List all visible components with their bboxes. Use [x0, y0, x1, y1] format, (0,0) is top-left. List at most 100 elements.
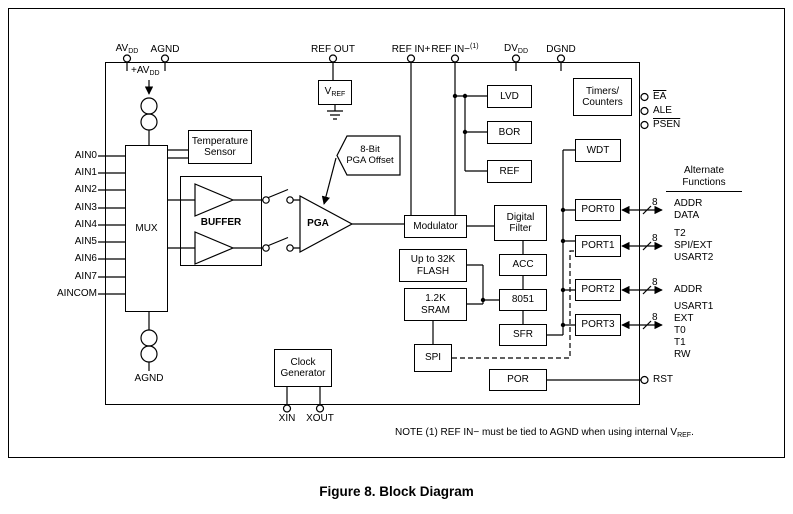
pga-label: PGA [307, 218, 329, 229]
pin-label-ref-out: REF OUT [311, 44, 355, 55]
mux-buffer-wires [168, 199, 195, 249]
pin-label-ref-in-minus: REF IN−(1) [431, 43, 479, 55]
port3-bus-width: 8 [652, 312, 658, 323]
ref-pin-wires [332, 62, 456, 215]
switch-icon [286, 244, 294, 252]
pin-label-ain1: AIN1 [74, 167, 97, 178]
pin-label-aincom: AINCOM [57, 288, 97, 299]
pin-circle [640, 120, 649, 130]
ground-icon [327, 105, 343, 120]
figure-caption: Figure 8. Block Diagram [319, 484, 474, 499]
sfr-block: SFR [499, 324, 547, 346]
buffer-output-wires [233, 199, 300, 249]
port1-bus-width: 8 [652, 233, 658, 244]
port2-block: PORT2 [575, 279, 621, 301]
buffer-amp-icon [194, 231, 235, 265]
pin-circle [640, 92, 649, 102]
pin-label-ref-in-plus: REF IN+ [391, 44, 431, 55]
pga-offset-arrow [321, 157, 337, 205]
agnd-internal-label: AGND [134, 373, 164, 384]
signal-chain-wires [352, 223, 524, 324]
port0-block: PORT0 [575, 199, 621, 221]
pin-label-ain0: AIN0 [74, 150, 97, 161]
spi-dashed-wire [452, 250, 575, 359]
switch-levers [268, 188, 289, 247]
wdt-block: WDT [575, 139, 621, 162]
pin-label-ain6: AIN6 [74, 253, 97, 264]
port2-function: ADDR [674, 284, 703, 295]
mcu-8051-block: 8051 [499, 289, 547, 311]
port0-function: DATA [674, 210, 700, 221]
bus-width-slashes [642, 205, 652, 330]
pin-label-ain4: AIN4 [74, 219, 97, 230]
pin-circle [282, 404, 292, 413]
port3-block: PORT3 [575, 314, 621, 336]
pin-label-xout: XOUT [306, 413, 334, 424]
port0-bus-width: 8 [652, 197, 658, 208]
pga-offset-shape [336, 135, 401, 176]
temp-sensor-wires [168, 149, 188, 159]
power-pin-stubs [126, 62, 562, 71]
pin-label-xin: XIN [278, 413, 296, 424]
pin-label-psen: PSEN [653, 119, 681, 130]
pga-amp-shape [299, 194, 354, 254]
chip-outline [105, 62, 640, 405]
acc-block: ACC [499, 254, 547, 276]
pin-label-agnd-top: AGND [150, 44, 180, 55]
clock-pin-wires [286, 386, 321, 405]
port3-function: USART1 [674, 301, 714, 312]
lvd-block: LVD [487, 85, 532, 108]
memory-bus-wires [432, 264, 499, 344]
junction-dots [452, 93, 566, 328]
modulator-block: Modulator [404, 215, 467, 238]
pin-label-ain7: AIN7 [74, 271, 97, 282]
port2-bus-width: 8 [652, 277, 658, 288]
port3-function: T0 [674, 325, 686, 336]
pin-circle [315, 404, 325, 413]
current-source-icon [140, 113, 158, 131]
pin-label-ain3: AIN3 [74, 202, 97, 213]
pin-circle [640, 375, 649, 385]
port3-function: RW [674, 349, 691, 360]
pin-label-ain2: AIN2 [74, 184, 97, 195]
switch-icon [286, 196, 294, 204]
port3-function: T1 [674, 337, 686, 348]
mux-block: MUX [125, 145, 168, 312]
current-source-icon [140, 345, 158, 363]
port1-block: PORT1 [575, 235, 621, 257]
pin-label-ea: EA [653, 91, 667, 102]
vref-block: VREF [318, 80, 352, 105]
avdd-internal-label: +AVDD [131, 65, 160, 77]
buffer-block [180, 176, 262, 266]
buffer-label: BUFFER [200, 217, 242, 228]
pin-label-dgnd: DGND [546, 44, 576, 55]
pin-label-dvdd: DVDD [503, 43, 529, 55]
figure-border [8, 8, 785, 458]
spi-block: SPI [414, 344, 452, 372]
bor-block: BOR [487, 121, 532, 144]
pin-label-ale: ALE [653, 105, 672, 116]
ain-wires [98, 155, 125, 295]
pin-circle [640, 106, 649, 116]
port3-function: EXT [674, 313, 694, 324]
buffer-amp-icon [194, 183, 235, 217]
timers-counters-block: Timers/Counters [573, 78, 632, 116]
note-text: NOTE (1) REF IN− must be tied to AGND wh… [395, 427, 694, 439]
ref-block: REF [487, 160, 532, 183]
port1-function: SPI/EXT [674, 240, 713, 251]
port1-function: USART2 [674, 252, 714, 263]
switch-icon [262, 196, 270, 204]
switch-icon [262, 244, 270, 252]
pin-label-avdd: AVDD [115, 43, 139, 55]
pin-label-rst: RST [653, 374, 673, 385]
pin-label-ain5: AIN5 [74, 236, 97, 247]
